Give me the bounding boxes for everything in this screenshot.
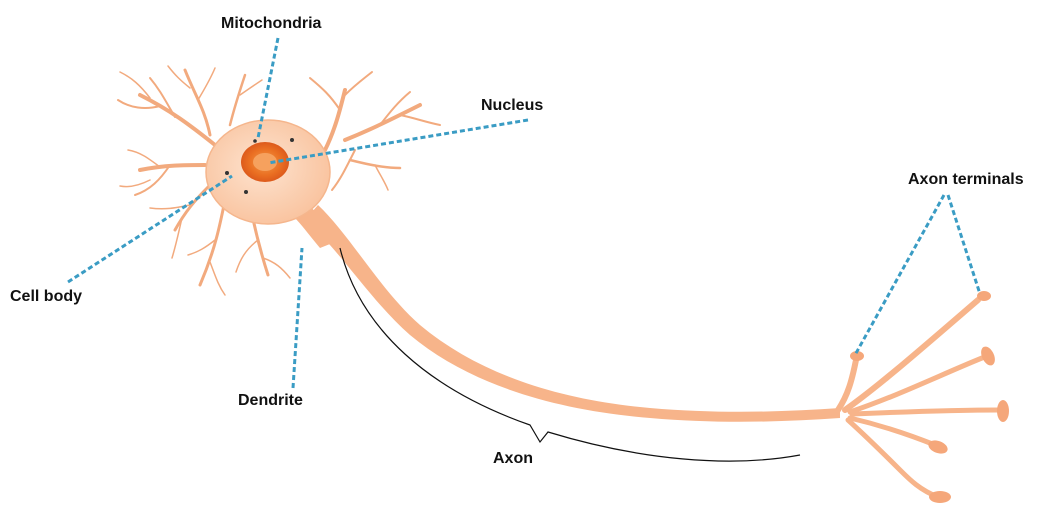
nucleus-label: Nucleus (481, 97, 543, 115)
axon-terminals-leader-1 (855, 195, 944, 355)
axon-terminal-branches (838, 300, 1000, 497)
dendrite-label: Dendrite (238, 392, 303, 410)
axon-bracket (340, 248, 800, 461)
dendrite-leader (293, 248, 302, 388)
cell-body-label: Cell body (10, 288, 82, 306)
axon-terminals-leader-2 (948, 195, 980, 294)
axon-terminals-label: Axon terminals (908, 171, 1024, 189)
axon-shaft (305, 205, 840, 422)
mitochondria-label: Mitochondria (221, 15, 321, 33)
leader-lines (68, 38, 980, 388)
axon-label: Axon (493, 450, 533, 468)
